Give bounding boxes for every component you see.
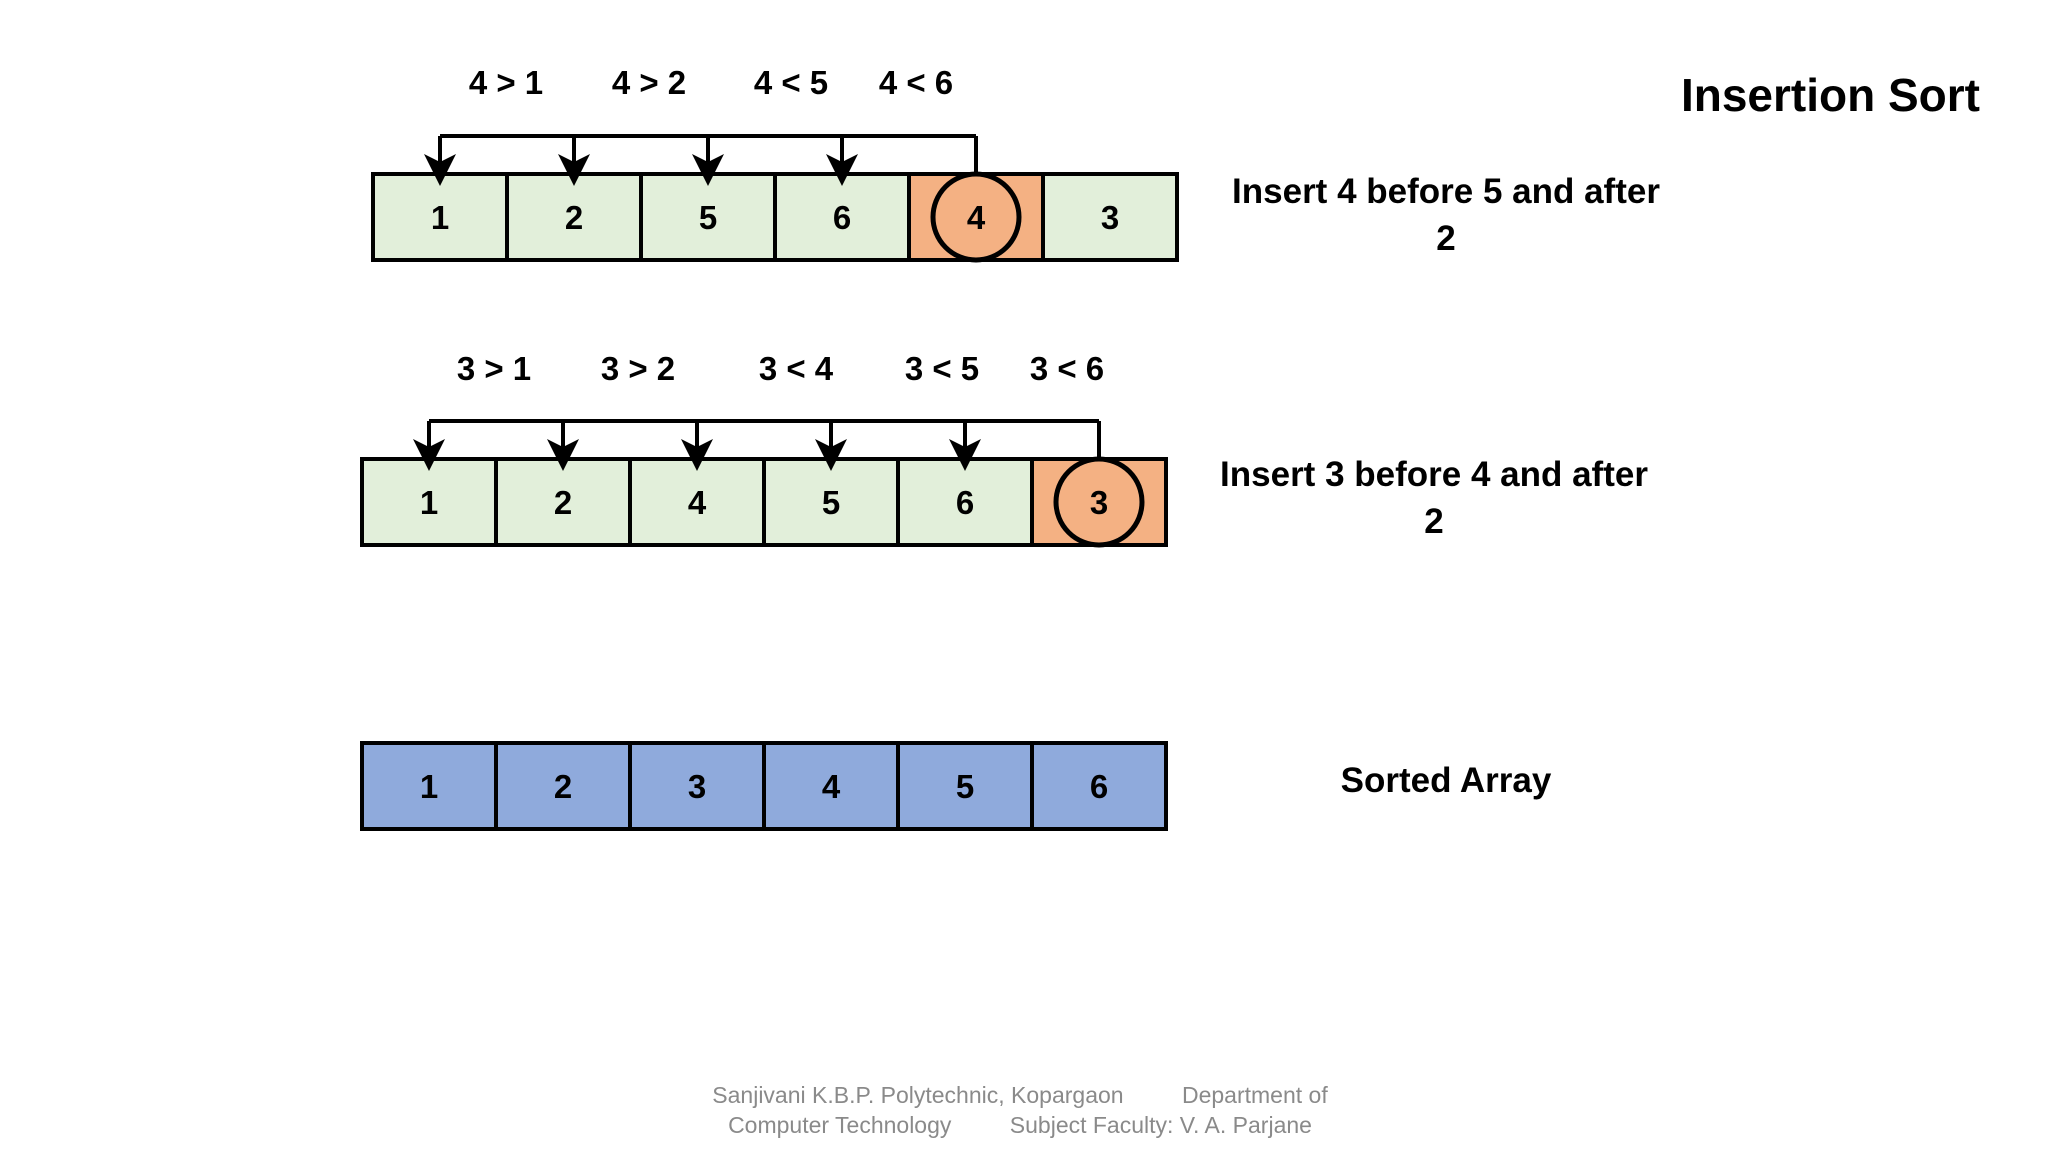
sorted-array-caption: Sorted Array [1340, 761, 1552, 800]
step-1-cell [371, 172, 509, 262]
comparison-label: 3 < 5 [905, 350, 979, 387]
sorted-cell [762, 741, 900, 831]
step-1-value: 4 [967, 199, 986, 236]
step-1-group: 1 2 5 6 4 3 4 > 1 4 > 2 4 < 5 4 < 6 [371, 64, 1179, 263]
sorted-value: 1 [420, 768, 438, 805]
page-title: Insertion Sort [1680, 69, 1980, 121]
step-2-value: 1 [420, 484, 438, 521]
step-1-cell [1041, 172, 1179, 262]
step-2-caption: Insert 3 before 4 and after 2 [1220, 455, 1648, 541]
sorted-array-group: 1 2 3 4 5 6 [360, 741, 1168, 831]
step-2-value: 3 [1090, 484, 1108, 521]
comparison-label: 4 > 1 [469, 64, 543, 101]
comparison-label: 3 < 4 [759, 350, 834, 387]
sorted-value: 4 [822, 768, 841, 805]
footer-faculty: Subject Faculty: V. A. Parjane [1009, 1112, 1312, 1138]
step-1-value: 3 [1101, 199, 1119, 236]
footer-department-cont: Computer Technology [728, 1112, 952, 1138]
step-1-value: 6 [833, 199, 851, 236]
step-1-value: 1 [431, 199, 449, 236]
comparison-label: 4 > 2 [612, 64, 686, 101]
step-1-cell [773, 172, 911, 262]
comparison-label: 3 < 6 [1030, 350, 1104, 387]
comparison-label: 4 < 5 [754, 64, 828, 101]
sorted-cell [628, 741, 766, 831]
footer-line-2: Computer Technology Subject Faculty: V. … [620, 1112, 1420, 1139]
footer-institution: Sanjivani K.B.P. Polytechnic, Kopargaon [712, 1082, 1124, 1108]
footer-line-1: Sanjivani K.B.P. Polytechnic, Kopargaon … [620, 1082, 1420, 1109]
step-2-group: 1 2 4 5 6 3 3 > 1 3 > 2 3 < 4 3 < 5 3 < 6 [360, 350, 1168, 548]
sorted-value: 2 [554, 768, 572, 805]
comparison-label: 3 > 2 [601, 350, 675, 387]
comparison-label: 4 < 6 [879, 64, 953, 101]
sorted-value: 3 [688, 768, 706, 805]
step-1-cell [639, 172, 777, 262]
sorted-cell [1030, 741, 1168, 831]
step-1-value: 2 [565, 199, 583, 236]
sorted-cell [360, 741, 498, 831]
step-2-value: 5 [822, 484, 840, 521]
sorted-cell [896, 741, 1034, 831]
step-2-value: 6 [956, 484, 974, 521]
step-2-cell [762, 457, 900, 547]
sorted-value: 6 [1090, 768, 1108, 805]
footer-department: Department of [1181, 1082, 1328, 1108]
sorted-value: 5 [956, 768, 974, 805]
step-2-cell [628, 457, 766, 547]
step-1-caption: Insert 4 before 5 and after 2 [1232, 172, 1660, 258]
comparison-label: 3 > 1 [457, 350, 531, 387]
step-2-cell [360, 457, 498, 547]
sorted-cell [494, 741, 632, 831]
step-2-value: 2 [554, 484, 572, 521]
step-1-value: 5 [699, 199, 717, 236]
step-2-value: 4 [688, 484, 707, 521]
